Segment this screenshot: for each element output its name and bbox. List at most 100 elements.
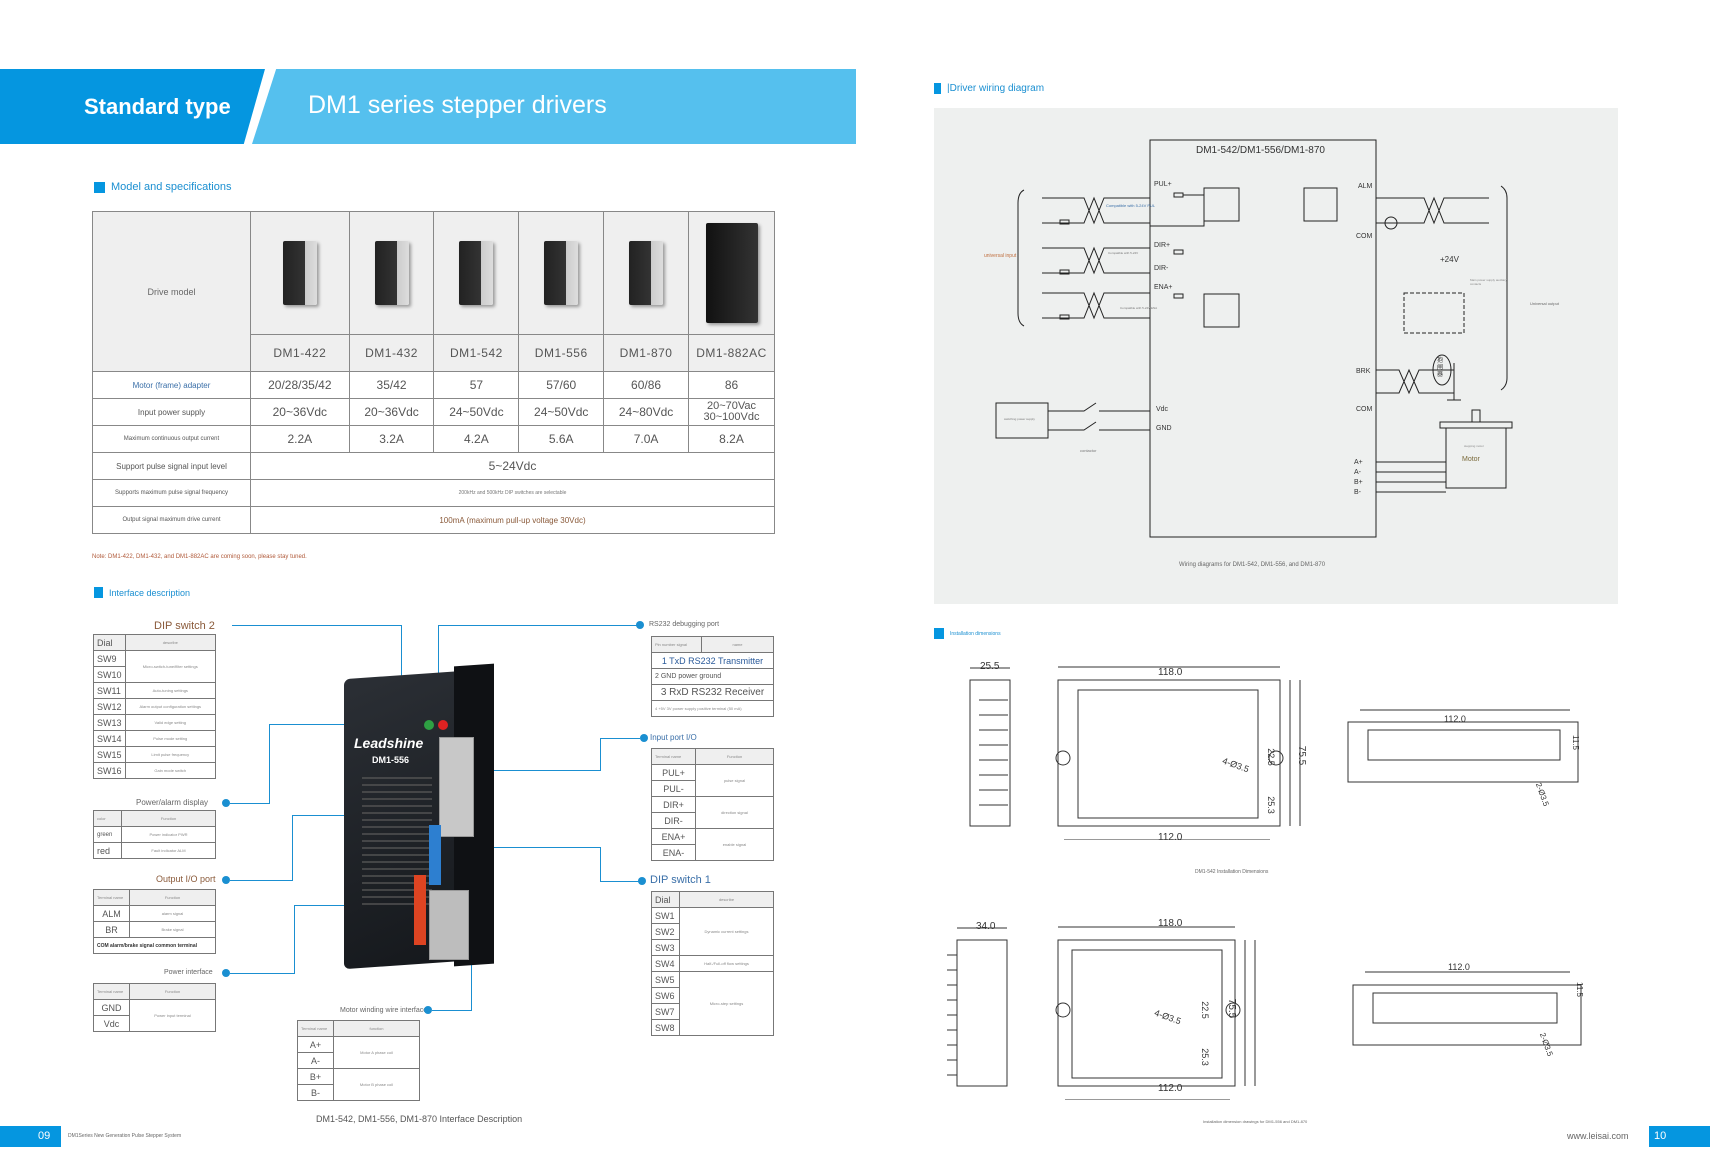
universal-input-label: universal input [984, 253, 1017, 259]
motor-interface-title: Motor winding wire interface [340, 1007, 428, 1014]
pin-label: Vdc [1156, 406, 1169, 413]
install-caption-2: Installation dimension drawings for DM1-… [1203, 1119, 1308, 1124]
callout-line [438, 625, 638, 626]
dim-label: 34.0 [976, 921, 996, 932]
page-number-left: 09 [0, 1126, 61, 1147]
dimension-drawing-1 [969, 666, 1579, 840]
page-title: DM1 series stepper drivers [308, 91, 607, 119]
motor-pin-labels: A+A-B+B- [1354, 459, 1363, 496]
section-marker-icon [934, 83, 941, 94]
model-name: DM1-432 [348, 334, 435, 372]
pin-label: BRK [1356, 368, 1371, 375]
dim-label: 112.0 [1158, 832, 1183, 843]
callout-line [230, 880, 293, 881]
wiring-diagram: DM1-542/DM1-556/DM1-870 PUL+ DIR+ DIR- E… [934, 108, 1618, 604]
product-image [688, 211, 775, 335]
dimension-drawing-2 [947, 926, 1582, 1100]
dip2-title: DIP switch 2 [154, 620, 215, 632]
output-brace [1500, 185, 1508, 391]
driver-product-image: Leadshine DM1-556 [344, 663, 504, 970]
pin-label: DIR+ [1154, 242, 1171, 249]
dim-label: 118.0 [1158, 667, 1183, 678]
dim-label: 112.0 [1448, 962, 1470, 972]
interface-section-title: Interface description [94, 587, 190, 598]
input-io-title: Input port I/O [650, 733, 697, 742]
dip-switch-icon [429, 825, 441, 885]
dim-label: 22.5 [1265, 748, 1276, 766]
install-section-title: Installation dimensions [934, 628, 1001, 639]
dim-label: 25.3 [1199, 1048, 1210, 1066]
alm-optocoupler [1303, 187, 1338, 222]
callout-line [432, 1010, 472, 1011]
dim-label: 25.3 [1265, 796, 1276, 814]
category-label: Standard type [84, 94, 231, 119]
model-name: DM1-422 [250, 334, 350, 372]
terminal-label-strip [414, 875, 426, 945]
output-io-title: Output I/O port [156, 874, 216, 884]
callout-line [600, 738, 640, 739]
callout-line [401, 625, 402, 695]
dim-label: 11.5 [1570, 735, 1580, 750]
section-marker-icon [94, 181, 105, 193]
callout-dot [222, 799, 230, 807]
callout-line [475, 847, 600, 848]
product-image [433, 211, 520, 335]
website-link[interactable]: www.leisai.com [1567, 1131, 1629, 1141]
dim-label: 11.5 [1574, 982, 1584, 997]
driver-box [1149, 139, 1377, 538]
page-number-right: 10 [1649, 1126, 1710, 1147]
availability-note: Note: DM1-422, DM1-432, and DM1-882AC ar… [92, 554, 307, 560]
motor-sub-label: stepping motor [1464, 444, 1484, 448]
callout-line [230, 973, 295, 974]
dim-label: 25.5 [980, 661, 1000, 672]
alarm-led-icon [438, 720, 448, 730]
dim-label: 118.0 [1158, 918, 1183, 929]
header-band-light [252, 69, 856, 144]
power-alarm-title: Power/alarm display [136, 798, 209, 807]
brake-coil [1432, 354, 1452, 386]
brand-logo: Leadshine [354, 735, 424, 751]
pin-label: ALM [1358, 183, 1373, 190]
product-image [250, 211, 350, 335]
contactor-label: contactor [1080, 448, 1097, 453]
power-supply-label: switching power supply [1004, 417, 1035, 421]
relay-box [1403, 292, 1465, 334]
section-marker-icon [934, 628, 944, 639]
table-row: Supports maximum pulse signal frequency … [92, 479, 775, 507]
table-row: Output signal maximum drive current 100m… [92, 506, 775, 534]
install-caption-1: DM1-542 Installation Dimensions [1195, 869, 1269, 875]
plus24v-label: +24V [1440, 255, 1459, 264]
dim-label: 75.5 [1296, 745, 1308, 766]
pin-label: PUL+ [1154, 181, 1172, 188]
product-image [603, 211, 689, 335]
callout-line [292, 815, 293, 881]
drive-model-label: Drive model [92, 211, 251, 372]
spec-section-title: Model and specifications [94, 181, 231, 193]
callout-line [600, 881, 640, 882]
model-name: DM1-882AC [688, 334, 775, 372]
pin-label: COM [1356, 233, 1373, 240]
compat-note: Compatible with 5-24V ENA [1120, 306, 1158, 310]
rs232-title: RS232 debugging port [649, 621, 720, 628]
callout-line [438, 625, 439, 700]
model-name: DM1-870 [603, 334, 689, 372]
wiring-section-title: |Driver wiring diagram [934, 83, 1044, 94]
callout-line [232, 625, 402, 626]
header-band-dark [0, 69, 265, 144]
wiring-schematic [995, 139, 1513, 538]
input-terminal-block [439, 737, 474, 837]
callout-line [471, 955, 472, 1011]
compat-note: Compatible with 5-24V PUL [1106, 203, 1156, 208]
interface-caption: DM1-542, DM1-556, DM1-870 Interface Desc… [316, 1114, 523, 1124]
dim-label: 75.5 [1226, 998, 1238, 1019]
callout-line [600, 847, 601, 882]
callout-dot [638, 877, 646, 885]
